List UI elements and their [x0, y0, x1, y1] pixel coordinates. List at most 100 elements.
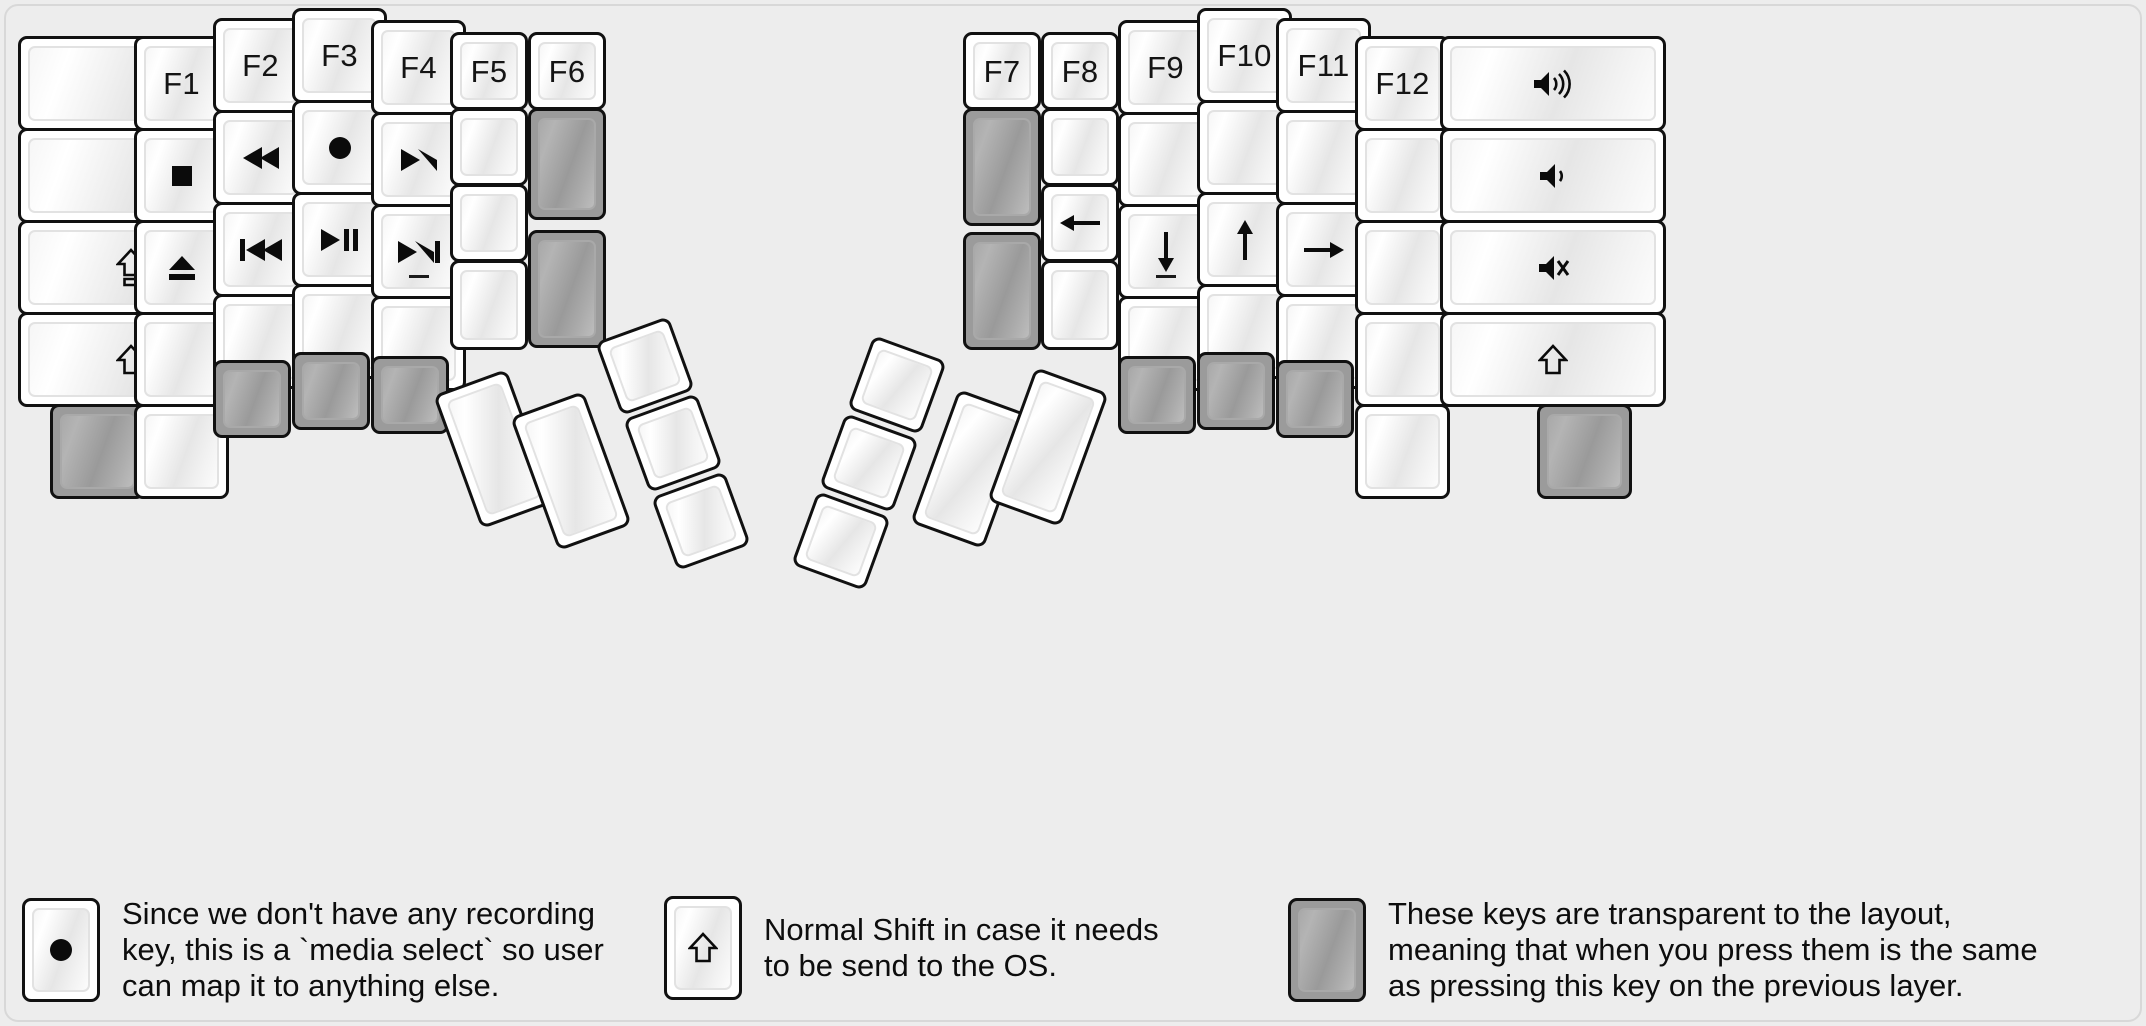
key-right-c1-r1[interactable]: F7 [963, 32, 1041, 110]
arrow-right-icon [1302, 237, 1346, 263]
key-right-c3-r2[interactable] [1118, 112, 1213, 207]
keycap-face [1286, 212, 1361, 287]
next-track-icon [396, 239, 442, 265]
keycap-face [1547, 414, 1622, 489]
keycap-face [1128, 366, 1186, 424]
keycap-face [1051, 194, 1109, 252]
keycap-label: F2 [242, 48, 279, 83]
keycap-face: F12 [1365, 46, 1440, 121]
keycap-face [1298, 907, 1356, 992]
keycap-label: F10 [1217, 38, 1272, 73]
keycap-face [1051, 118, 1109, 176]
keycap-label: F9 [1147, 50, 1184, 85]
eject-icon [165, 253, 199, 283]
key-left-c2-r5[interactable] [134, 404, 229, 499]
keycap-face [1286, 370, 1344, 428]
key-right-c2-r1[interactable]: F8 [1041, 32, 1119, 110]
volume-mute-icon [1535, 253, 1571, 283]
legend-entry-3: These keys are transparent to the layout… [1288, 896, 2038, 1004]
keycap-face [831, 425, 907, 501]
keycap-face [973, 242, 1031, 340]
keycap-face [607, 328, 683, 404]
keycap-face [1207, 362, 1265, 420]
keycap-face [674, 906, 732, 990]
legend-keycap-3[interactable] [1288, 897, 1366, 1002]
legend-text-3: These keys are transparent to the layout… [1388, 896, 2038, 1003]
legend: Since we don't have any recording key, t… [0, 876, 2146, 1006]
keycap-label: F5 [470, 53, 508, 89]
key-right-c7-r4[interactable] [1440, 312, 1666, 407]
keycap-face: F8 [1051, 42, 1109, 100]
key-right-c7-r2[interactable] [1440, 128, 1666, 223]
keycap-face [1128, 214, 1203, 289]
keycap-face [663, 483, 739, 559]
keycap-label: F11 [1297, 48, 1350, 83]
key-left-c6-r2[interactable] [450, 108, 528, 186]
keycap-face [1128, 122, 1203, 197]
key-right-c7-r1[interactable] [1440, 36, 1666, 131]
key-right-c4-r5[interactable] [1197, 352, 1275, 430]
legend-keycap-1[interactable] [22, 897, 100, 1002]
shift-arrow-icon [688, 931, 718, 965]
key-right-c2-r2[interactable] [1041, 108, 1119, 186]
keycap-label: F7 [983, 53, 1021, 89]
key-left-c1-r5[interactable] [50, 404, 145, 499]
key-right-c7-r5[interactable] [1537, 404, 1632, 499]
key-left-c6-r3[interactable] [450, 184, 528, 262]
keycap-label: F1 [163, 66, 200, 101]
keycap-face [460, 194, 518, 252]
key-right-c3-r5[interactable] [1118, 356, 1196, 434]
keycap-face [1450, 46, 1656, 121]
keycap-face [302, 202, 377, 277]
key-left-c3-r5[interactable] [213, 360, 291, 438]
keycap-face [1450, 138, 1656, 213]
key-left-c7-r2[interactable] [528, 108, 606, 220]
key-right-c7-r3[interactable] [1440, 220, 1666, 315]
key-left-c6-r4[interactable] [450, 260, 528, 350]
key-left-c4-r5[interactable] [292, 352, 370, 430]
keycap-face [635, 405, 711, 481]
rewind-icon [241, 145, 281, 171]
keycap-face [144, 322, 219, 397]
key-right-c6-r4[interactable] [1355, 312, 1450, 407]
key-left-c6-r1[interactable]: F5 [450, 32, 528, 110]
keycap-face [302, 362, 360, 420]
keycap-face [1286, 120, 1361, 195]
keycap-face: F5 [460, 42, 518, 100]
arrow-up-icon [1232, 218, 1258, 262]
key-right-c5-r5[interactable] [1276, 360, 1354, 438]
legend-keycap-2[interactable] [664, 896, 742, 1000]
keycap-face [538, 118, 596, 210]
keycap-face [522, 403, 620, 539]
keycap-face [859, 347, 935, 423]
key-right-c1-r2[interactable] [963, 108, 1041, 226]
play-pause-icon [319, 227, 361, 253]
key-right-c6-r5[interactable] [1355, 404, 1450, 499]
keycap-face [60, 414, 135, 489]
key-right-c6-r3[interactable] [1355, 220, 1450, 315]
key-right-c2-r4[interactable] [1041, 260, 1119, 350]
key-right-c6-r1[interactable]: F12 [1355, 36, 1450, 131]
key-left-c7-r1[interactable]: F6 [528, 32, 606, 110]
legend-text-1: Since we don't have any recording key, t… [122, 896, 604, 1003]
keycap-face [381, 214, 456, 289]
key-right-c2-r3[interactable] [1041, 184, 1119, 262]
volume-down-icon [1536, 161, 1570, 191]
prev-track-icon [238, 237, 284, 263]
volume-up-icon [1530, 69, 1576, 99]
keycap-face [32, 907, 90, 992]
keycap-face [302, 110, 377, 185]
key-right-c6-r2[interactable] [1355, 128, 1450, 223]
keycap-face [381, 366, 439, 424]
keycap-label: F3 [321, 38, 358, 73]
keycap-label: F12 [1375, 66, 1430, 101]
key-right-thumb-5[interactable] [987, 366, 1109, 528]
keycap-face: F2 [223, 28, 298, 103]
keycap-face [223, 212, 298, 287]
keycap-face: F3 [302, 18, 377, 93]
key-left-c7-r3[interactable] [528, 230, 606, 348]
key-right-c1-r3[interactable] [963, 232, 1041, 350]
keycap-face [999, 379, 1097, 515]
keycap-face [1450, 322, 1656, 397]
keycap-face [1365, 414, 1440, 489]
